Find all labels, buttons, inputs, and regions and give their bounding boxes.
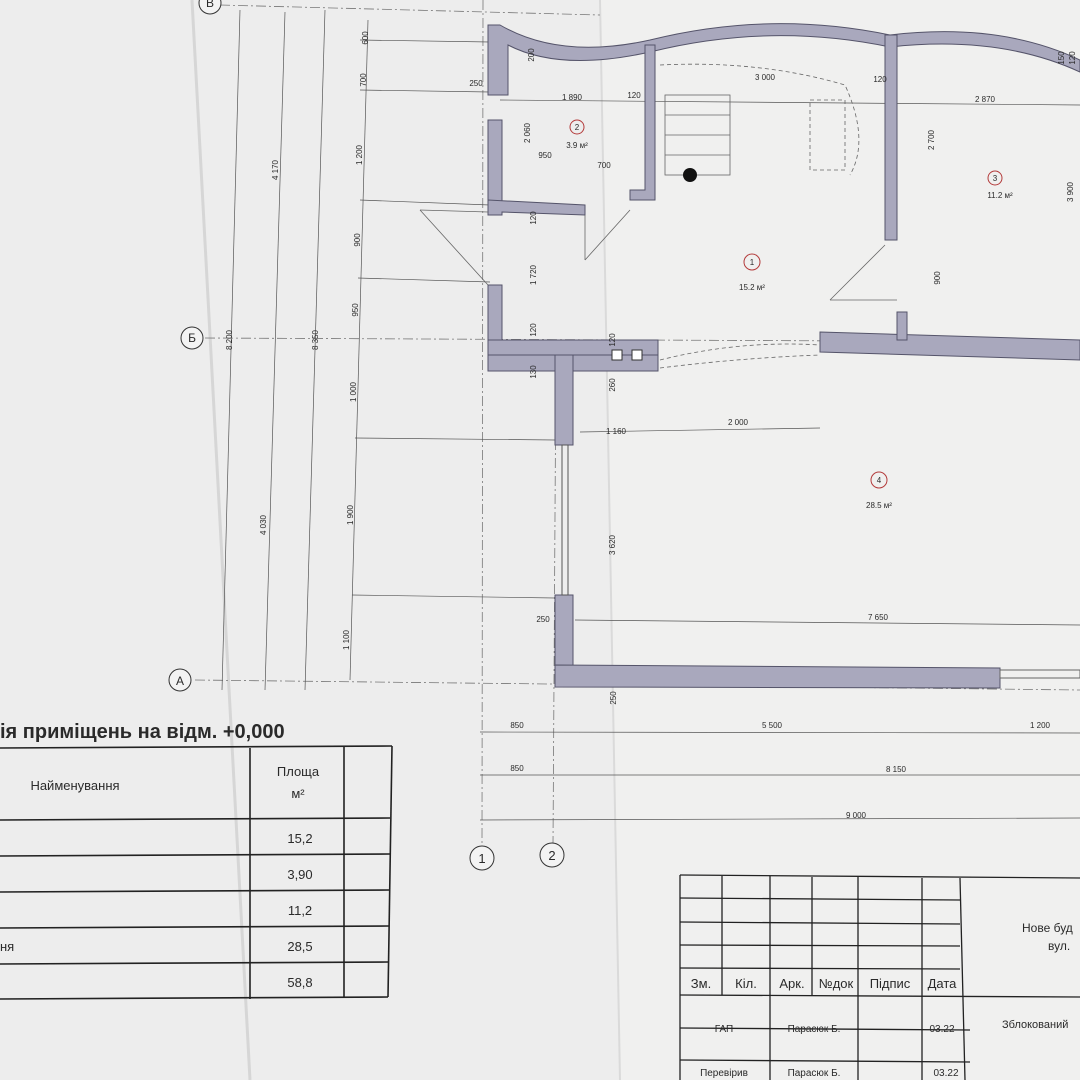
- room-markers: 2 3.9 м² 1 15.2 м² 3 11.2 м² 4 28.5 м²: [566, 119, 1013, 510]
- stamp-header-kil: Кіл.: [735, 976, 757, 991]
- grid-bubbles: В Б А 1 2: [168, 0, 565, 871]
- stamp-header-zm: Зм.: [691, 976, 711, 991]
- walls: [487, 23, 1080, 689]
- room-1-num: 1: [750, 258, 755, 267]
- dim-mid-h-2: 2 000: [728, 418, 749, 427]
- dim-left-total-1: 4 170: [271, 159, 280, 180]
- explication-col-name: Найменування: [30, 778, 119, 793]
- title-block: [679, 874, 1080, 1080]
- explication-row-3-area: 11,2: [288, 903, 312, 918]
- dim-mid-v-4: 120: [608, 333, 617, 347]
- stamp-project: Нове буд: [1022, 921, 1073, 935]
- dim-top-2: 3 000: [755, 73, 776, 82]
- dim-left-8: 1 100: [342, 629, 351, 650]
- dim-top-3: 2 870: [975, 95, 996, 104]
- dim-left-2: 700: [359, 73, 368, 87]
- grid-label-b: Б: [188, 331, 196, 345]
- doors-and-stairs: [419, 63, 897, 369]
- explication-col-unit: м²: [291, 786, 305, 801]
- stamp-building: Зблокований: [1002, 1019, 1068, 1031]
- dim-left-1: 600: [361, 31, 370, 45]
- dim-top-1: 1 890: [562, 93, 583, 102]
- explication-col-area: Площа: [277, 764, 320, 779]
- stamp-row-1-date: 03.22: [929, 1024, 954, 1035]
- stamp-header-ndok: №док: [819, 976, 854, 991]
- column-marker: [683, 168, 697, 182]
- dim-mid-v-3: 120: [529, 323, 538, 337]
- dim-mid-v-6: 130: [529, 365, 538, 379]
- dimension-lines: [221, 9, 1080, 821]
- dim-bottom-5: 8 150: [886, 765, 907, 774]
- explication-table: [0, 745, 393, 1000]
- dim-top-5: 120: [627, 91, 641, 100]
- stamp-header-pidpys: Підпис: [870, 976, 911, 991]
- stamp-row-2-date: 03.22: [933, 1068, 958, 1079]
- grid-label-2: 2: [548, 848, 555, 863]
- dim-bottom-3: 1 200: [1030, 721, 1051, 730]
- stamp-row-2-name: Парасюк Б.: [788, 1068, 841, 1079]
- dim-mid-v-5: 260: [608, 378, 617, 392]
- room-2-num: 2: [575, 123, 580, 132]
- dim-left-7: 1 900: [346, 504, 355, 525]
- stamp-header-ark: Арк.: [779, 976, 804, 991]
- dim-bottom-6: 9 000: [846, 811, 867, 820]
- dim-left-6: 1 000: [349, 381, 358, 402]
- dim-mid-v-2: 1 720: [529, 264, 538, 285]
- grid-label-1: 1: [478, 851, 485, 866]
- explication-row-4-area: 28,5: [287, 939, 312, 954]
- dim-mid-v-9: 900: [933, 271, 942, 285]
- explication-title: ія приміщень на відм. +0,000: [0, 721, 285, 743]
- dim-mid-h-4: 250: [536, 615, 550, 624]
- dim-room2-3: 700: [597, 161, 611, 170]
- dim-bottom-2: 5 500: [762, 721, 783, 730]
- grid-label-v: В: [206, 0, 214, 10]
- room-3-area: 11.2 м²: [987, 191, 1013, 200]
- dim-left-4: 900: [353, 233, 362, 247]
- dim-bottom-4: 850: [510, 764, 524, 773]
- room-2-area: 3.9 м²: [566, 141, 588, 150]
- dim-top-8: 150: [1057, 51, 1066, 65]
- dim-mid-h-5: 250: [609, 691, 618, 705]
- dim-mid-v-8: 2 700: [927, 129, 936, 150]
- room-4-area: 28.5 м²: [866, 501, 892, 510]
- dim-mid-h-3: 7 650: [868, 613, 889, 622]
- dim-bottom-1: 850: [510, 721, 524, 730]
- explication-row-2-area: 3,90: [287, 867, 312, 882]
- dim-left-total-3: 8 350: [311, 329, 320, 350]
- dim-top-4: 250: [469, 79, 483, 88]
- dim-mid-v-10: 3 900: [1066, 181, 1075, 202]
- room-3-num: 3: [993, 174, 998, 183]
- plan-dimension-labels: 1 890 3 000 2 870 250 120 120 200 150 12…: [469, 48, 1077, 820]
- dim-left-total-2: 8 200: [225, 329, 234, 350]
- dim-room2-2: 950: [538, 151, 552, 160]
- explication-row-4-name: ня: [0, 939, 14, 954]
- dim-mid-v-1: 120: [529, 211, 538, 225]
- dim-top-7: 200: [527, 48, 536, 62]
- room-4-num: 4: [877, 476, 882, 485]
- grid-label-a: А: [176, 674, 184, 688]
- dim-left-total-4: 4 030: [259, 514, 268, 535]
- stamp-row-1-role: ГАП: [715, 1024, 734, 1035]
- room-1-area: 15.2 м²: [739, 283, 765, 292]
- dim-room2-1: 2 060: [523, 122, 532, 143]
- stamp-row-1-name: Парасюк Б.: [788, 1024, 841, 1035]
- stamp-header-data: Дата: [928, 976, 958, 991]
- dim-mid-h-1: 1 160: [606, 427, 627, 436]
- explication-row-1-area: 15,2: [287, 831, 312, 846]
- dim-mid-v-7: 3 620: [608, 534, 617, 555]
- stamp-street: вул.: [1048, 939, 1070, 953]
- dim-left-5: 950: [351, 303, 360, 317]
- left-dimension-labels: 600 700 1 200 900 950 1 000 1 900 1 100 …: [225, 31, 370, 650]
- explication-row-5-area: 58,8: [287, 975, 312, 990]
- dim-top-9: 120: [1068, 51, 1077, 65]
- stamp-row-2-role: Перевірив: [700, 1068, 748, 1079]
- dim-top-6: 120: [873, 75, 887, 84]
- dim-left-3: 1 200: [355, 144, 364, 165]
